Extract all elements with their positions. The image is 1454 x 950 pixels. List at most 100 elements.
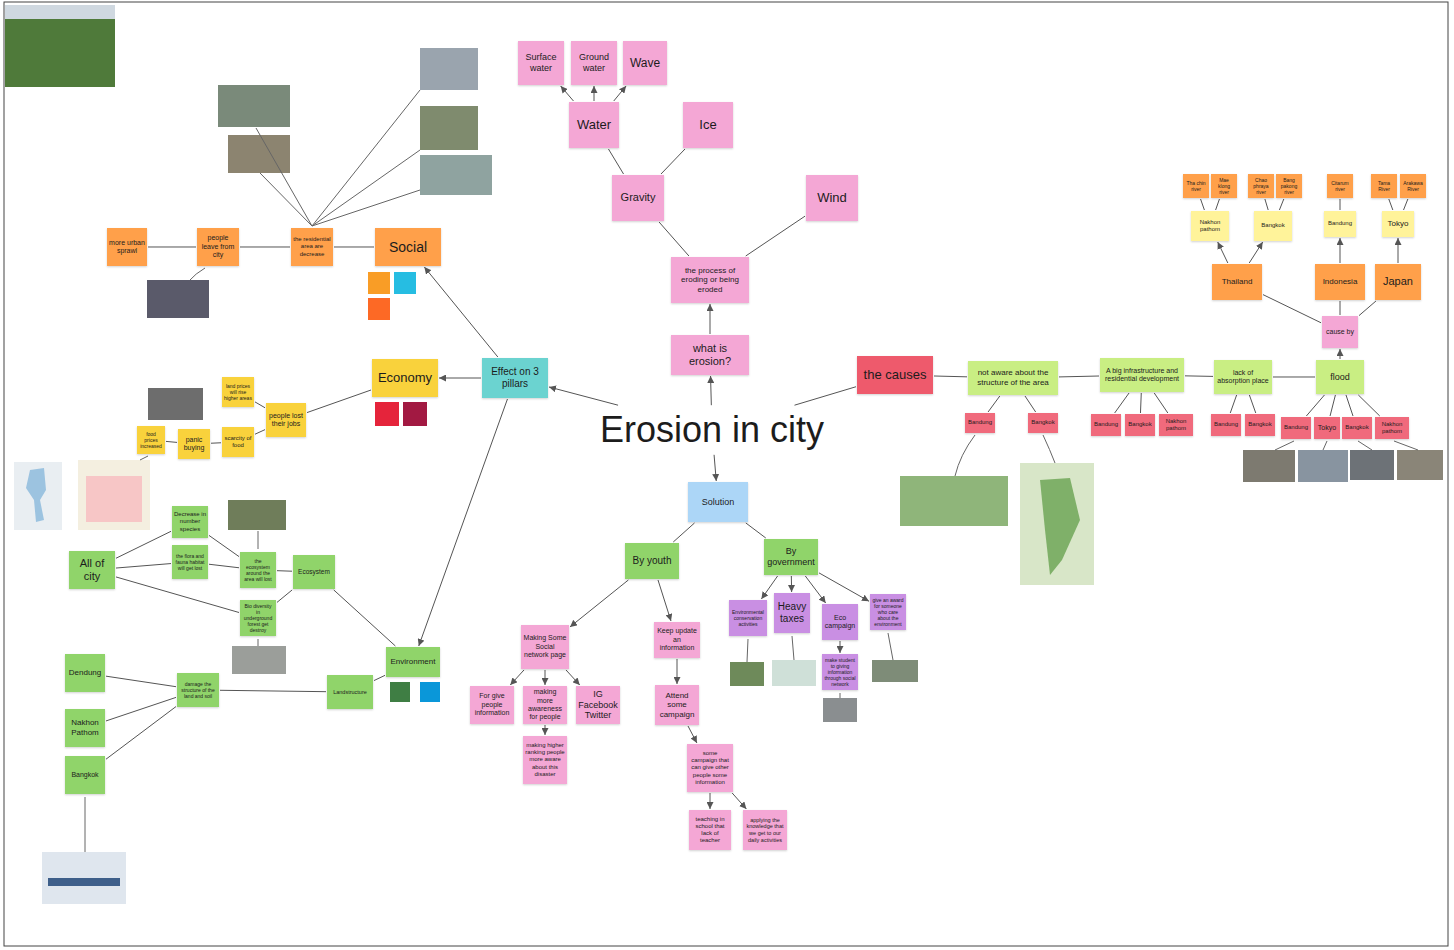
connector [148, 246, 196, 247]
cause-note: A big infrastructure and residential dev… [1100, 358, 1184, 392]
connector [1249, 242, 1263, 263]
node-text: the flora and fauna habitat will get los… [174, 553, 206, 571]
place-note: Bangkok [1125, 414, 1155, 436]
sdg-icon [368, 272, 390, 294]
orange-note: Chao phraya river [1248, 174, 1274, 198]
connector [714, 455, 716, 481]
connector [211, 442, 221, 443]
purple-note: Eco campaign [822, 604, 858, 640]
node-text: Ecosystem [295, 568, 333, 576]
orange-note: Thailand [1212, 264, 1262, 300]
connector [673, 523, 694, 542]
pink-note: teaching in school that lack of teacher [689, 810, 731, 850]
orange-note: Tama River [1371, 174, 1397, 198]
connector [334, 590, 396, 646]
node-text: more urban sprawl [109, 239, 145, 256]
connector [116, 577, 239, 613]
connector [419, 399, 508, 646]
map-image [900, 476, 1008, 526]
pink-note: Keep update an information [654, 622, 700, 658]
purple-note: give an award for someone who care about… [870, 594, 906, 630]
node-text: panic buying [180, 436, 208, 453]
node-text: Bandung [1326, 220, 1354, 227]
node-text: Ground water [573, 52, 615, 74]
green-note: By government [764, 539, 818, 575]
node-text: Bandung [967, 419, 993, 426]
connector [106, 697, 176, 721]
node-text: damage the structure of the land and soi… [179, 681, 217, 699]
photo [420, 48, 478, 90]
node-text: Effect on 3 pillars [484, 366, 546, 390]
cause-note: flood [1316, 360, 1364, 394]
pink-note: Gravity [612, 175, 664, 221]
place-note: Bandung [965, 413, 995, 433]
connector [1059, 376, 1099, 378]
leader-line [140, 456, 148, 460]
connector [1279, 199, 1283, 210]
city-note: Bandung [1324, 211, 1356, 237]
leader-line [312, 90, 420, 226]
connector [608, 149, 623, 174]
map-image [14, 462, 62, 530]
photo [872, 660, 918, 682]
node-text: making more awareness for people [525, 688, 565, 722]
place-note: Bangkok [1342, 417, 1372, 439]
connector [1249, 395, 1255, 413]
infographic-table [86, 476, 142, 522]
connector [566, 670, 580, 685]
pink-note: what is erosion? [671, 335, 749, 375]
node-text: IG Facebook Twitter [578, 689, 618, 721]
chart-image [772, 660, 816, 686]
connector [334, 246, 374, 247]
node-text: Nakhon pathom [1161, 418, 1191, 432]
yellow-note: people lost their jobs [266, 403, 306, 437]
green-note: Nakhon Pathom [65, 709, 105, 747]
blue-note: Solution [688, 482, 748, 522]
orange-note: people leave from city [197, 228, 239, 266]
green-note: Decrease in number species [172, 506, 208, 538]
place-note: Nakhon pathom [1159, 414, 1193, 436]
photo [228, 500, 286, 530]
green-note: By youth [625, 543, 679, 579]
connector [594, 86, 595, 101]
node-text: the residential area are decrease [293, 236, 331, 258]
leader-line [256, 128, 312, 226]
node-text: Bangkok [1247, 421, 1273, 428]
orange-note: Mae klong river [1211, 174, 1237, 198]
photo [147, 280, 209, 318]
connector [688, 726, 697, 743]
node-text: the ecosystem around the area will lost [242, 558, 274, 582]
leader-line [1394, 441, 1418, 450]
yellow-note: food prices increased [137, 426, 165, 454]
pink-note: Making Some Social network page [521, 625, 569, 669]
connector [710, 376, 712, 405]
pink-note: applying the knowledge that we get to ou… [743, 810, 787, 850]
green-note: Landstructure [327, 675, 373, 709]
connector [1340, 199, 1341, 210]
diagram-image-band [48, 878, 120, 886]
node-text: Erosion in city [600, 410, 824, 450]
node-text: the process of eroding or being eroded [673, 266, 747, 295]
pink-note: some campaign that can give other people… [687, 744, 733, 792]
node-text: Water [571, 117, 617, 133]
connector [1185, 375, 1213, 377]
photo [1243, 450, 1295, 482]
connector [1340, 349, 1341, 359]
connector [240, 246, 290, 247]
connector [614, 86, 626, 101]
connector [791, 576, 792, 592]
node-text: Bandung [1283, 424, 1309, 431]
place-note: Bandung [1091, 414, 1121, 436]
yellow-note: Economy [372, 359, 438, 397]
pink-note: cause by [1322, 316, 1358, 348]
city-note: Nakhon pathom [1191, 211, 1229, 241]
connector [1273, 376, 1315, 377]
node-text: Surface water [520, 52, 562, 74]
node-text: Mae klong river [1213, 177, 1235, 195]
place-note: Nakhon pathom [1375, 417, 1409, 439]
red-note: the causes [857, 356, 933, 394]
place-note: Tokyo [1314, 417, 1340, 439]
central-topic: Erosion in city [596, 406, 828, 454]
city-note: Tokyo [1382, 211, 1414, 237]
photo [420, 155, 492, 195]
